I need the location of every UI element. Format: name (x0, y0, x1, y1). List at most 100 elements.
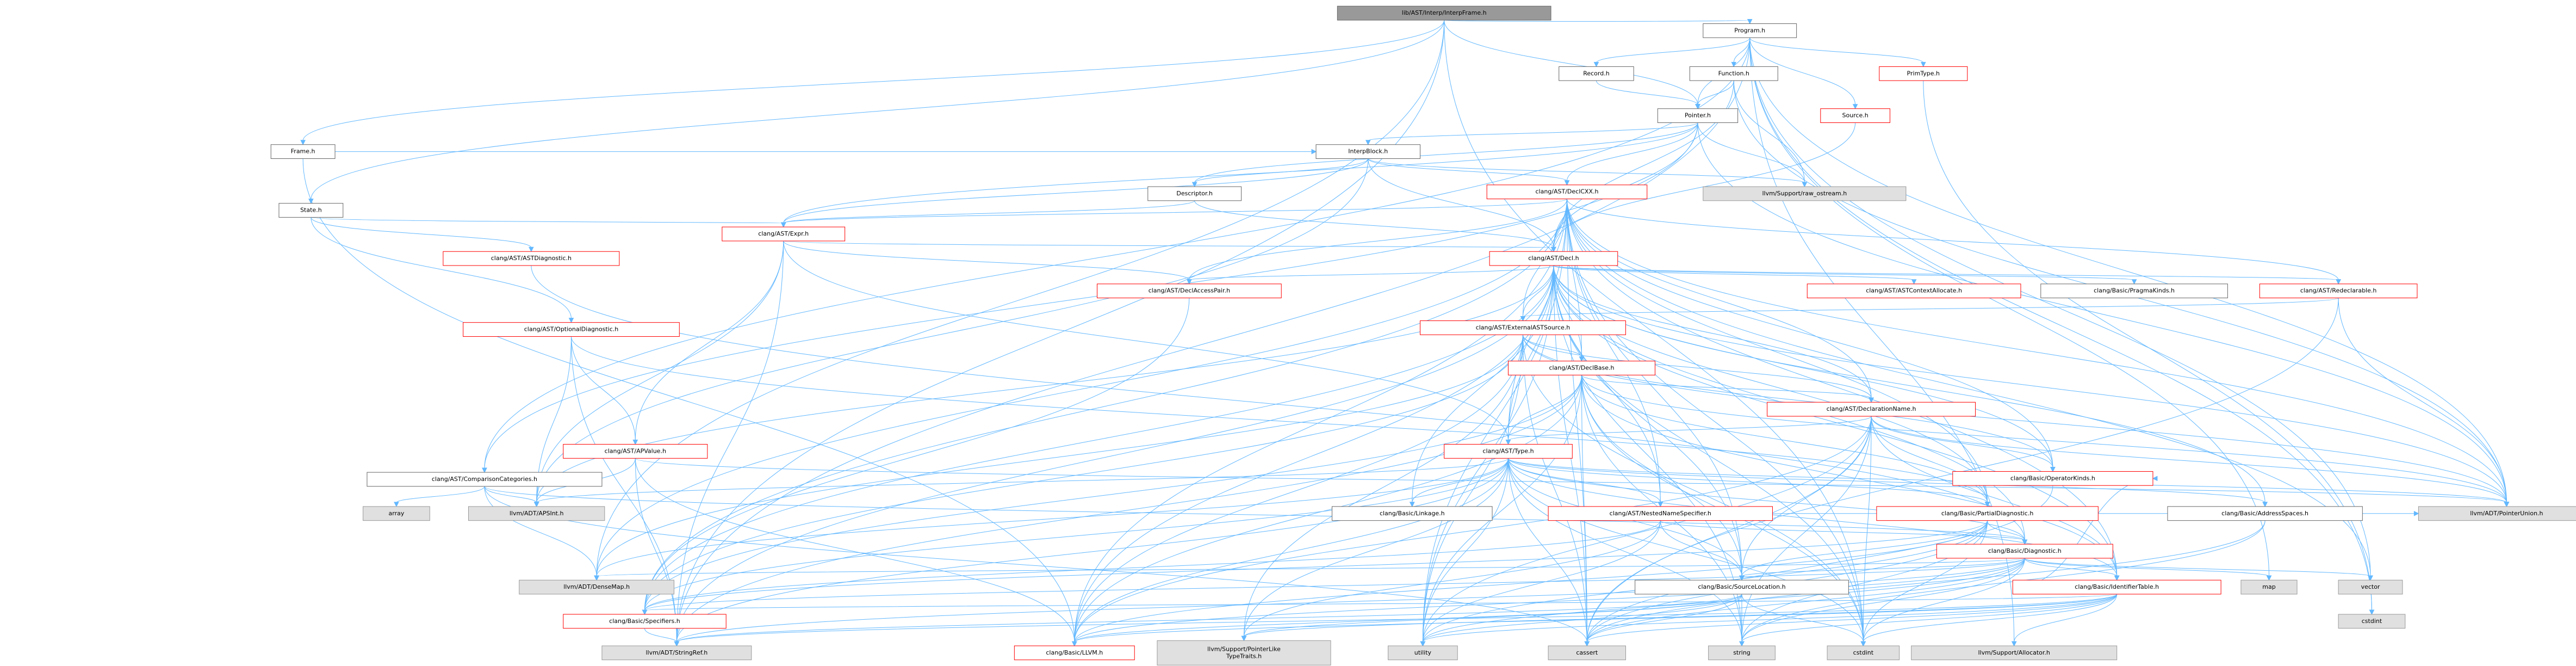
edge-decl-to-astctxalloc (1553, 265, 1917, 285)
node-linkage[interactable]: clang/Basic/Linkage.h (1331, 506, 1493, 521)
node-label-llvmh: clang/Basic/LLVM.h (1046, 649, 1103, 656)
edge-cmpcat-to-diagnostic (484, 486, 2028, 545)
edge-partdiag-to-specifiers (642, 520, 1988, 615)
node-source[interactable]: Source.h (1820, 108, 1890, 123)
node-extsource[interactable]: clang/AST/ExternalASTSource.h (1419, 320, 1626, 335)
node-label-root: lib/AST/Interp/InterpFrame.h (1402, 9, 1487, 16)
node-root[interactable]: lib/AST/Interp/InterpFrame.h (1337, 5, 1551, 21)
edge-declname-to-opkinds (1871, 416, 2056, 472)
node-declname[interactable]: clang/AST/DeclarationName.h (1767, 402, 1976, 417)
node-function[interactable]: Function.h (1689, 66, 1778, 81)
node-program[interactable]: Program.h (1703, 23, 1797, 38)
node-srcloc[interactable]: clang/Basic/SourceLocation.h (1635, 579, 1849, 595)
edge-type-to-linkage (1409, 458, 1509, 508)
edge-decl-to-pragmakinds (1553, 265, 2137, 285)
node-pragmakinds[interactable]: clang/Basic/PragmaKinds.h (2040, 283, 2228, 299)
node-identtable[interactable]: clang/Basic/IdentifierTable.h (2012, 579, 2221, 595)
node-label-srcloc: clang/Basic/SourceLocation.h (1698, 583, 1785, 590)
edge-redeclarable-to-extsource (1520, 298, 2339, 322)
node-astdiag[interactable]: clang/AST/ASTDiagnostic.h (443, 251, 620, 266)
node-utility[interactable]: utility (1388, 645, 1458, 661)
node-label-primtype: PrimType.h (1907, 70, 1940, 77)
node-label-declcxx: clang/AST/DeclCXX.h (1535, 188, 1598, 195)
node-frame[interactable]: Frame.h (270, 144, 336, 159)
edge-diagnostic-to-srcloc (1739, 558, 2025, 581)
node-label-declbase: clang/AST/DeclBase.h (1549, 364, 1614, 371)
node-label-source: Source.h (1842, 112, 1868, 119)
edge-declcxx-to-ptrunion (1566, 199, 2510, 508)
edge-declcxx-to-expr (780, 199, 1567, 228)
node-vector[interactable]: vector (2338, 579, 2403, 595)
node-label-declaccess: clang/AST/DeclAccessPair.h (1149, 287, 1230, 294)
edge-partdiag-to-diagnostic (1987, 520, 2028, 545)
node-llvmh[interactable]: clang/Basic/LLVM.h (1014, 645, 1135, 661)
edge-diagnostic-to-cstdint (1860, 558, 2025, 647)
node-cstdint2[interactable]: cstdint (2338, 614, 2406, 629)
node-state[interactable]: State.h (278, 203, 344, 218)
node-densemap[interactable]: llvm/ADT/DenseMap.h (519, 579, 674, 595)
node-ptrunion[interactable]: llvm/ADT/PointerUnion.h (2418, 506, 2576, 521)
edge-pointer-to-cmpcat (482, 122, 1698, 473)
edge-descriptor-to-expr (780, 200, 1195, 228)
node-declaccess[interactable]: clang/AST/DeclAccessPair.h (1097, 283, 1282, 299)
node-declcxx[interactable]: clang/AST/DeclCXX.h (1486, 184, 1648, 200)
node-string[interactable]: string (1708, 645, 1776, 661)
node-decl[interactable]: clang/AST/Decl.h (1489, 251, 1618, 266)
edge-interpblock-to-rawostream (1368, 158, 1808, 188)
node-specifiers[interactable]: clang/Basic/Specifiers.h (563, 614, 727, 629)
edge-declbase-to-partdiag (1581, 375, 1990, 508)
edge-state-to-optdiag (311, 217, 574, 323)
node-label-partdiag: clang/Basic/PartialDiagnostic.h (1941, 510, 2033, 517)
edge-declname-to-type (1505, 416, 1872, 445)
edge-decl-to-specifiers (642, 265, 1554, 615)
edge-interpblock-to-decl (1368, 158, 1556, 252)
node-record[interactable]: Record.h (1559, 66, 1634, 81)
edge-declname-to-cstdint (1860, 416, 1872, 647)
edge-cmpcat-to-array (394, 486, 485, 508)
node-label-record: Record.h (1583, 70, 1610, 77)
node-cmpcat[interactable]: clang/AST/ComparisonCategories.h (367, 472, 603, 487)
node-addrspaces[interactable]: clang/Basic/AddressSpaces.h (2167, 506, 2363, 521)
node-label-type: clang/AST/Type.h (1482, 447, 1534, 454)
node-primtype[interactable]: PrimType.h (1879, 66, 1968, 81)
node-apvalue[interactable]: clang/AST/APValue.h (563, 444, 708, 459)
node-label-rawostream: llvm/Support/raw_ostream.h (1762, 190, 1847, 197)
node-declbase[interactable]: clang/AST/DeclBase.h (1507, 361, 1655, 375)
edge-declcxx-to-densemap (594, 199, 1567, 581)
node-allocator[interactable]: llvm/Support/Allocator.h (1911, 645, 2118, 661)
edge-expr-to-decl (783, 240, 1556, 252)
node-expr[interactable]: clang/AST/Expr.h (722, 226, 846, 242)
node-map[interactable]: map (2240, 579, 2298, 595)
edge-cmpcat-to-apsint (484, 486, 539, 508)
node-rawostream[interactable]: llvm/Support/raw_ostream.h (1703, 186, 1907, 201)
node-partdiag[interactable]: clang/Basic/PartialDiagnostic.h (1876, 506, 2099, 521)
node-optdiag[interactable]: clang/AST/OptionalDiagnostic.h (463, 322, 680, 337)
edge-pointer-to-interpblock (1365, 122, 1698, 145)
edge-decl-to-nns (1553, 265, 1663, 508)
node-astctxalloc[interactable]: clang/AST/ASTContextAllocate.h (1807, 283, 2021, 299)
node-opkinds[interactable]: clang/Basic/OperatorKinds.h (1952, 471, 2153, 486)
node-diagnostic[interactable]: clang/Basic/Diagnostic.h (1936, 544, 2113, 559)
node-stringref[interactable]: llvm/ADT/StringRef.h (601, 645, 752, 661)
node-nns[interactable]: clang/AST/NestedNameSpecifier.h (1548, 506, 1773, 521)
node-label-utility: utility (1414, 649, 1432, 656)
node-label-identtable: clang/Basic/IdentifierTable.h (2075, 583, 2159, 590)
node-label-interpblock: InterpBlock.h (1348, 148, 1388, 155)
node-redeclarable[interactable]: clang/AST/Redeclarable.h (2259, 283, 2418, 299)
edge-root-to-pointer (1444, 20, 1700, 109)
edge-type-to-diagnostic (1507, 458, 2028, 545)
node-cstdint[interactable]: cstdint (1827, 645, 1900, 661)
node-pointer[interactable]: Pointer.h (1657, 108, 1739, 123)
node-label-cstdint2: cstdint (2362, 618, 2382, 625)
node-layer: lib/AST/Interp/InterpFrame.hProgram.hRec… (270, 5, 2576, 665)
node-apsint[interactable]: llvm/ADT/APSInt.h (468, 506, 605, 521)
node-interpblock[interactable]: InterpBlock.h (1315, 144, 1420, 159)
node-descriptor[interactable]: Descriptor.h (1147, 186, 1242, 201)
node-cassert[interactable]: cassert (1548, 645, 1626, 661)
node-label-vector: vector (2361, 583, 2380, 590)
node-array[interactable]: array (363, 506, 430, 521)
edge-optdiag-to-apvalue (570, 336, 638, 445)
node-type[interactable]: clang/AST/Type.h (1444, 444, 1573, 459)
edge-declaccess-to-specifiers (642, 298, 1190, 615)
